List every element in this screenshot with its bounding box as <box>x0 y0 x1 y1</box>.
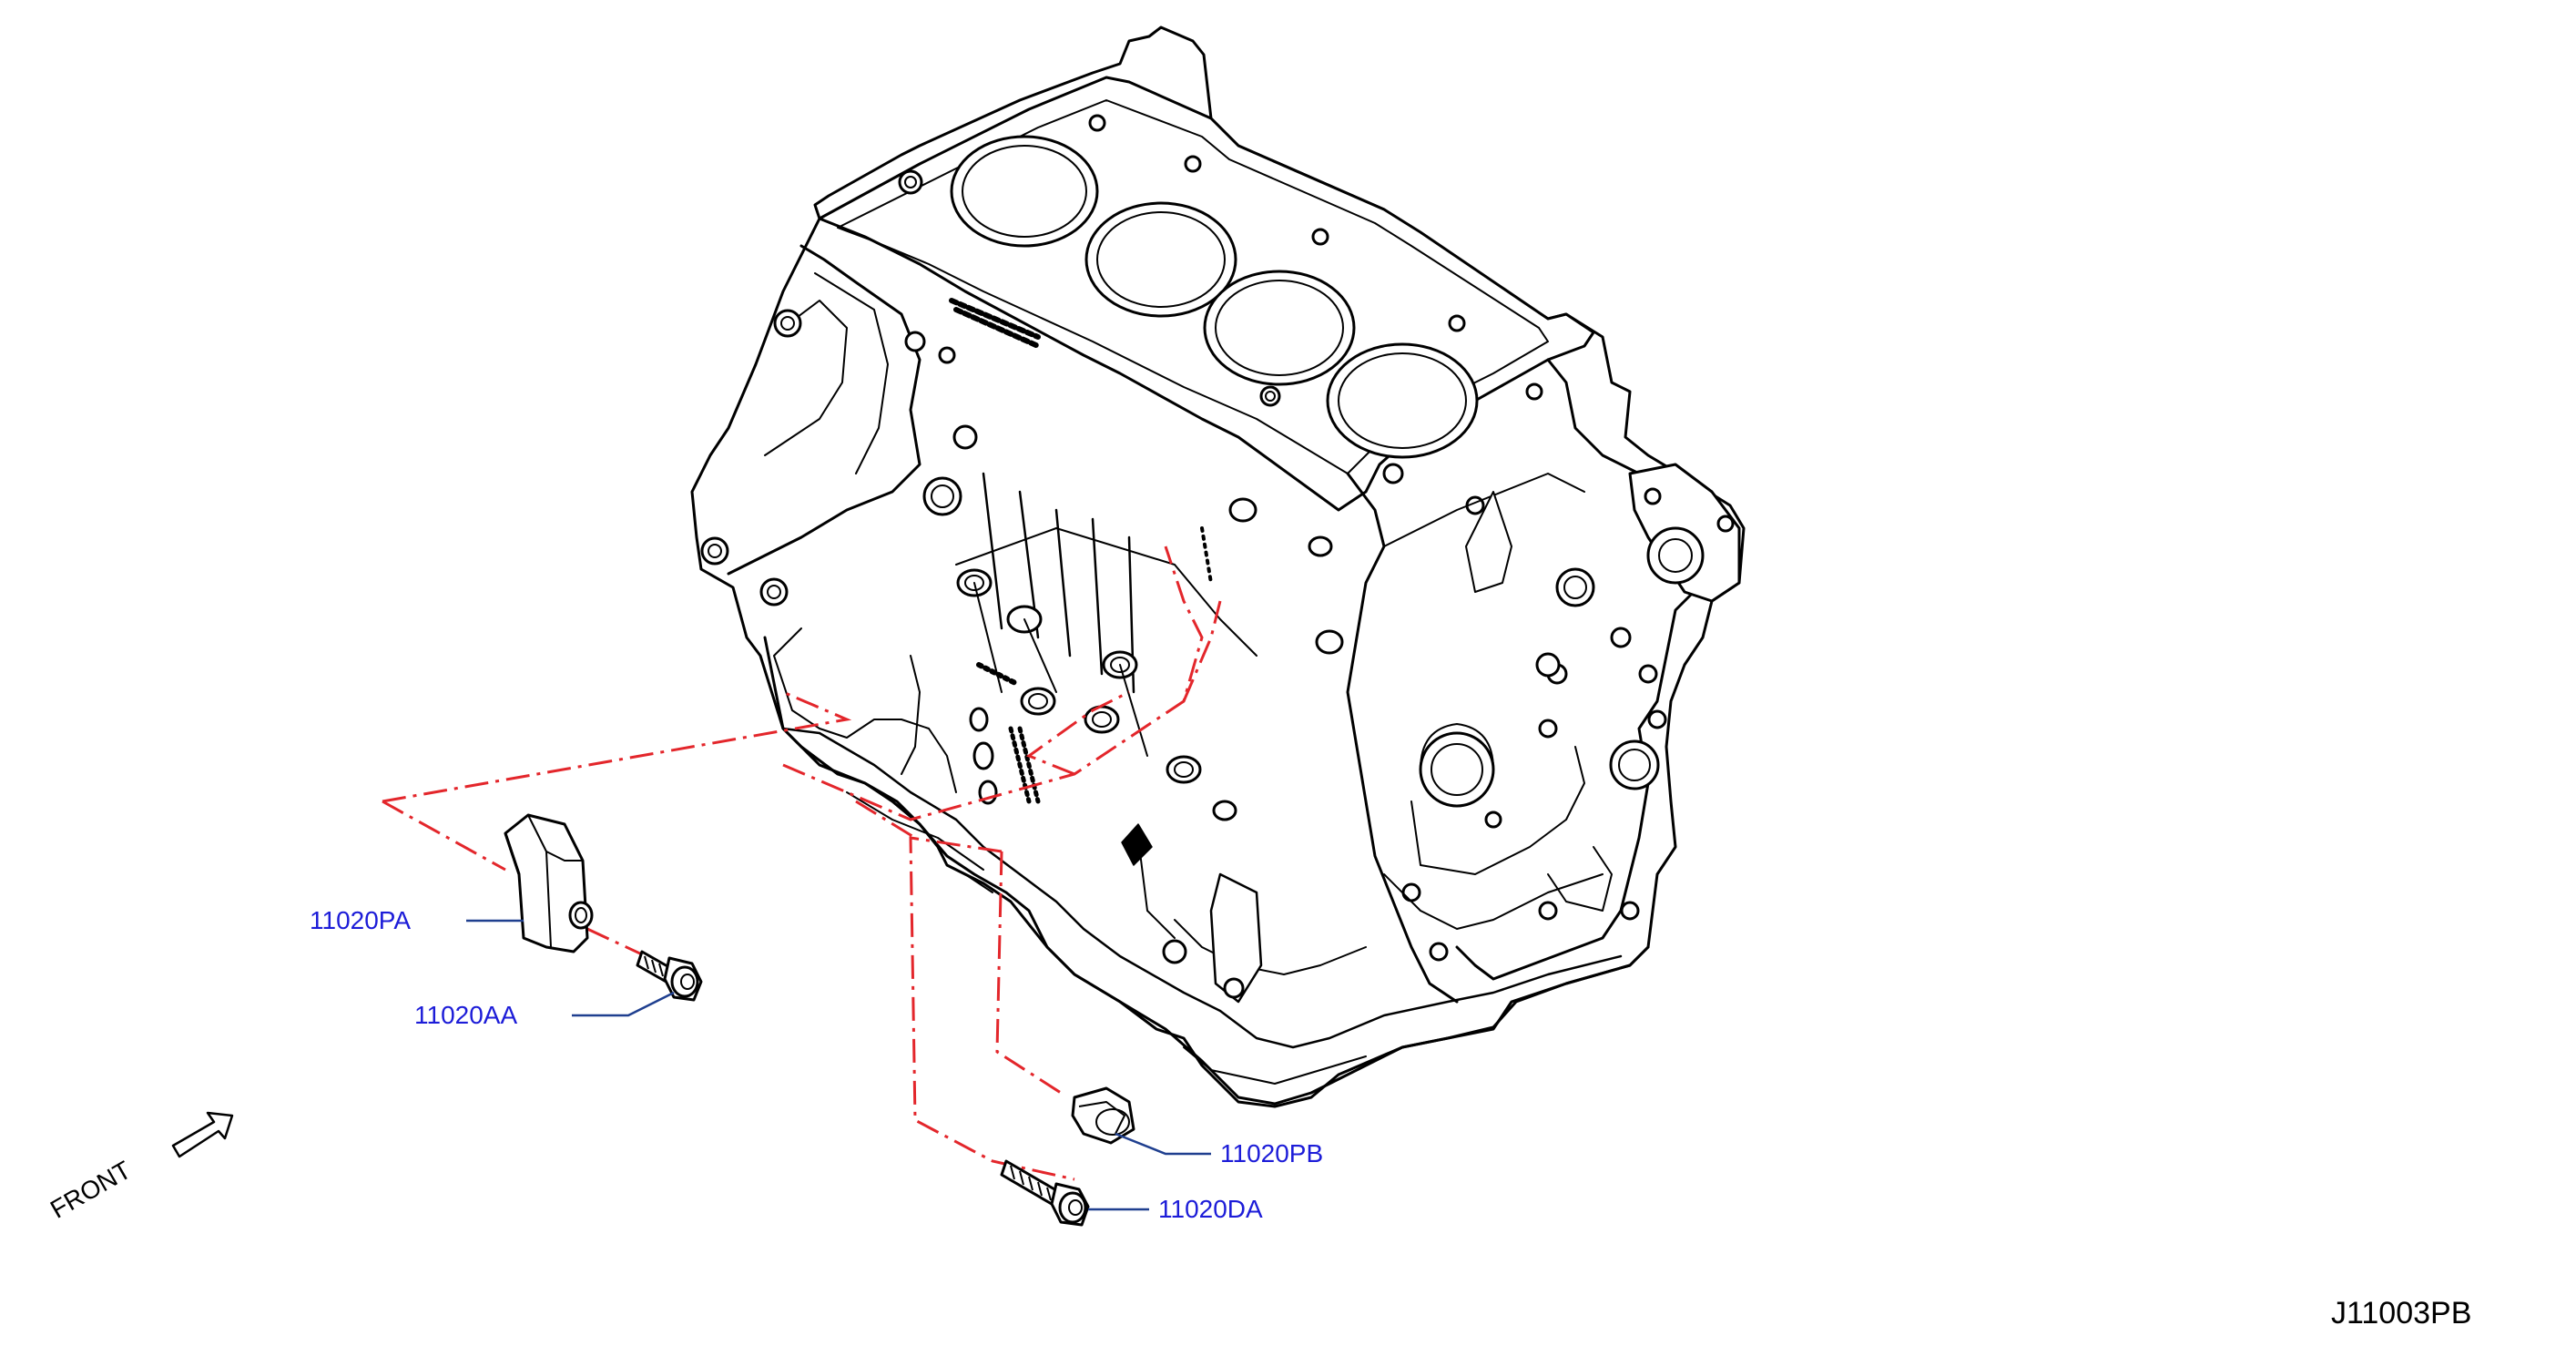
leader-11020AA <box>572 991 675 1017</box>
front-direction-arrow-icon <box>171 1111 234 1158</box>
cylinder-bore-1 <box>950 135 1099 248</box>
cylinder-block-illustration <box>690 25 1746 1108</box>
flange-bolt-short-part[interactable] <box>636 950 703 1002</box>
cylinder-bore-4 <box>1326 342 1479 459</box>
callout-11020PA[interactable]: 11020PA <box>310 906 412 934</box>
cylinder-bore-2 <box>1084 201 1237 318</box>
engine-block-cover-part[interactable] <box>504 813 594 953</box>
diagram-id-code: J11003PB <box>2331 1296 2472 1331</box>
flange-bolt-long-part[interactable] <box>1000 1159 1090 1227</box>
assembly-guide-lines <box>382 545 1222 1181</box>
leader-11020PB <box>1115 1132 1211 1156</box>
rubber-plug-part[interactable] <box>1071 1086 1135 1145</box>
cylinder-bore-3 <box>1203 270 1356 386</box>
callout-11020AA[interactable]: 11020AA <box>414 1001 518 1029</box>
callout-leader-lines <box>466 919 1211 1211</box>
callout-11020DA[interactable]: 11020DA <box>1158 1195 1263 1223</box>
callout-11020PB[interactable]: 11020PB <box>1220 1139 1324 1167</box>
